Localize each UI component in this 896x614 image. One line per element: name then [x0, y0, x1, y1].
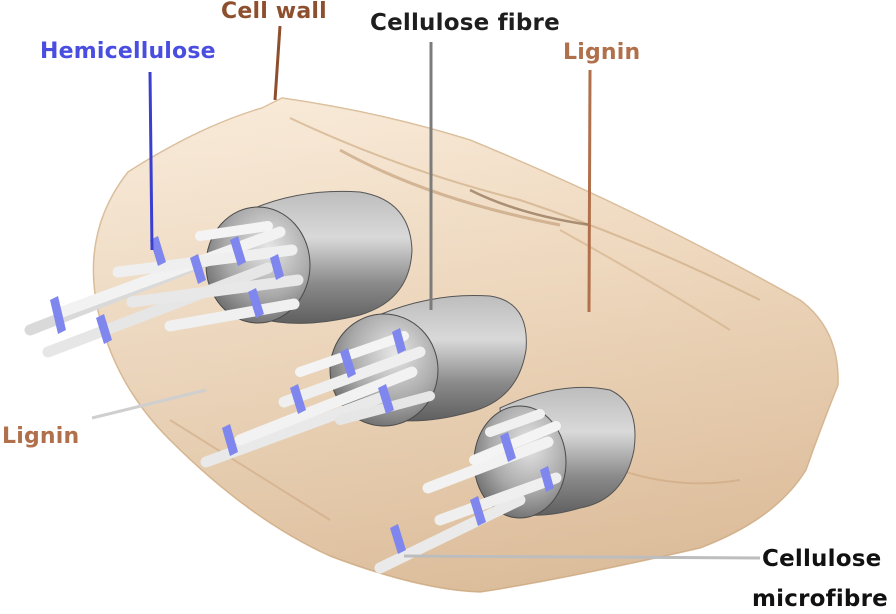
leader-lignin-right	[587, 69, 592, 313]
label-cellulose-microfibre-line2: microfibre	[752, 586, 888, 612]
label-cellulose-microfibre-line1: Cellulose	[762, 546, 882, 572]
label-lignin-left: Lignin	[2, 424, 80, 449]
label-hemicellulose: Hemicellulose	[40, 39, 216, 64]
microfibre-bundle-3	[374, 409, 562, 574]
leader-lignin-left	[91, 388, 207, 420]
leader-hemicellulose	[148, 71, 154, 251]
label-lignin-right: Lignin	[563, 40, 641, 65]
microfibre-bundle-2	[200, 328, 435, 468]
leader-cell-wall	[273, 25, 282, 101]
leader-microfibre	[403, 554, 761, 560]
label-cell-wall: Cell wall	[221, 0, 327, 24]
microfibre-bundle-1	[24, 221, 304, 358]
label-cellulose-fibre: Cellulose fibre	[370, 10, 560, 36]
